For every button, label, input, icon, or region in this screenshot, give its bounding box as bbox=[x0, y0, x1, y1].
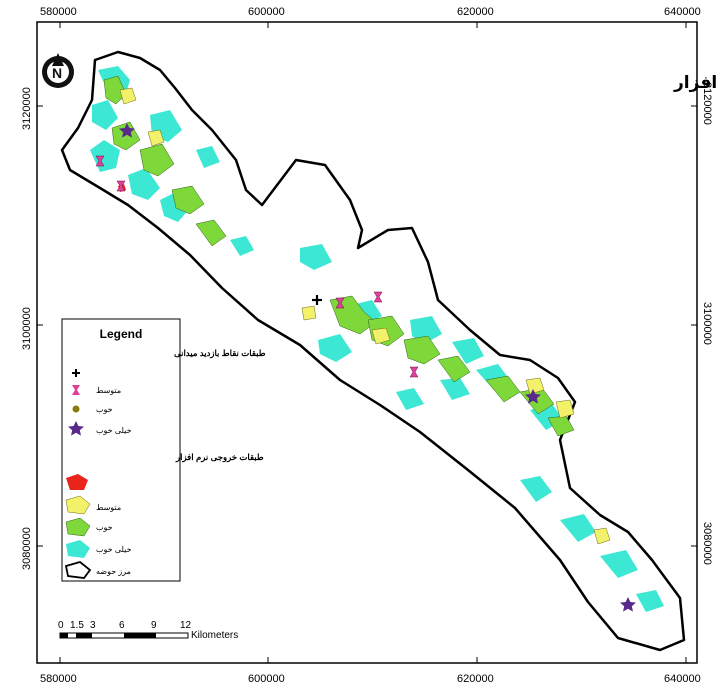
watershed-boundary bbox=[60, 50, 686, 652]
class-good-areas bbox=[103, 75, 575, 437]
x-tick-bottom-0: 580000 bbox=[40, 673, 77, 685]
legend-group2-item-0: متوسط bbox=[96, 503, 121, 512]
legend-group2-title: طبقات خروجی نرم افزار bbox=[175, 452, 264, 463]
legend-good-point-symbol bbox=[72, 405, 80, 413]
legend-good-area-symbol bbox=[65, 517, 91, 537]
legend-group1-title: طبقات نقاط بازدید میدانی bbox=[174, 348, 266, 359]
scale-label-0: 0 bbox=[58, 620, 64, 631]
field-points bbox=[95, 123, 636, 612]
legend-group2-item-1: خوب bbox=[96, 523, 113, 532]
legend-very-good-area-symbol bbox=[66, 540, 90, 558]
scale-label-1: 1.5 bbox=[70, 620, 84, 631]
y-tick-marks bbox=[37, 105, 697, 547]
scale-unit: Kilometers bbox=[191, 630, 238, 641]
legend-plus-symbol bbox=[72, 369, 80, 377]
north-arrow-letter: N bbox=[52, 65, 62, 81]
y-tick-right-0: 3120000 bbox=[701, 82, 713, 125]
x-tick-bottom-1: 600000 bbox=[248, 673, 285, 685]
legend-group2-item-2: خیلی خوب bbox=[96, 545, 132, 554]
x-tick-marks bbox=[59, 22, 687, 663]
y-tick-right-2: 3080000 bbox=[701, 522, 713, 565]
legend-medium-point-symbol bbox=[72, 385, 80, 395]
legend-group1-item-1: خوب bbox=[96, 405, 113, 414]
x-tick-top-3: 640000 bbox=[664, 6, 701, 18]
legend-very-good-point-symbol bbox=[68, 421, 84, 436]
legend-low-area-symbol bbox=[66, 474, 88, 490]
legend-group1-item-2: خیلی خوب bbox=[96, 426, 132, 435]
scale-label-5: 12 bbox=[180, 620, 192, 631]
x-tick-top-0: 580000 bbox=[40, 6, 77, 18]
legend-box bbox=[61, 318, 181, 582]
scale-bar: 0 1.5 3 6 9 12 Kilometers bbox=[58, 620, 238, 641]
x-tick-top-2: 620000 bbox=[457, 6, 494, 18]
north-arrow: N bbox=[42, 53, 74, 88]
class-medium-areas bbox=[119, 87, 611, 545]
map-title: مقایسه نقاط بازدید میدانی با خروجی نرم ا… bbox=[673, 73, 718, 93]
x-tick-top-1: 600000 bbox=[248, 6, 285, 18]
marker-medium-points bbox=[95, 155, 419, 378]
scale-label-4: 9 bbox=[151, 620, 157, 631]
legend-group2-item-3: مرز حوضه bbox=[96, 567, 131, 576]
y-tick-left-1: 3100000 bbox=[21, 307, 33, 350]
legend-title: Legend bbox=[100, 327, 143, 341]
marker-very-good-points bbox=[119, 123, 636, 612]
x-tick-bottom-2: 620000 bbox=[457, 673, 494, 685]
x-tick-bottom-3: 640000 bbox=[664, 673, 701, 685]
scale-label-3: 6 bbox=[119, 620, 125, 631]
y-tick-left-0: 3120000 bbox=[21, 87, 33, 130]
y-tick-right-1: 3100000 bbox=[701, 302, 713, 345]
legend: Legend طبقات نقاط بازدید میدانی متوسط خو… bbox=[61, 318, 266, 582]
legend-boundary-symbol bbox=[64, 561, 92, 579]
y-tick-left-2: 3080000 bbox=[21, 527, 33, 570]
legend-group1-item-0: متوسط bbox=[96, 386, 121, 395]
legend-medium-area-symbol bbox=[65, 495, 91, 515]
scale-label-2: 3 bbox=[90, 620, 96, 631]
marker-plus bbox=[312, 295, 322, 305]
